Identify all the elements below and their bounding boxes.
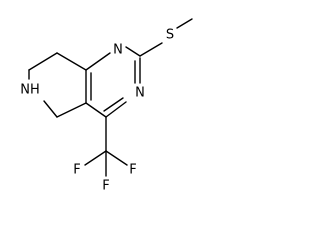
bond-n3-c4 bbox=[105, 101, 127, 118]
bond-s-ch3 bbox=[176, 18, 193, 29]
atom-label-n1: N bbox=[113, 43, 123, 58]
bond-n6-c5 bbox=[43, 100, 58, 118]
bond-c8-c7 bbox=[28, 52, 58, 71]
atom-label-f-left: F bbox=[73, 163, 80, 178]
atom-label-nh: NH bbox=[20, 83, 40, 98]
bond-c8a-n1 bbox=[85, 52, 111, 71]
atom-label-f-bottom: F bbox=[102, 179, 109, 194]
atom-label-s: S bbox=[166, 28, 174, 43]
atom-label-n3: N bbox=[135, 86, 145, 101]
bond-c5-c4a bbox=[56, 102, 87, 118]
bond-cf3-f-right bbox=[105, 150, 128, 166]
bond-c8a-c8 bbox=[56, 52, 87, 71]
bond-n1-c2 bbox=[125, 46, 141, 57]
bond-cf3-f-left bbox=[84, 150, 107, 166]
bond-c2-s bbox=[139, 42, 163, 57]
atom-label-f-right: F bbox=[129, 163, 136, 178]
bond-c4-c4a bbox=[85, 102, 107, 118]
molecule-structure: N N S NH F F F bbox=[20, 18, 193, 194]
bond-n3-c4-inner bbox=[103, 97, 124, 112]
